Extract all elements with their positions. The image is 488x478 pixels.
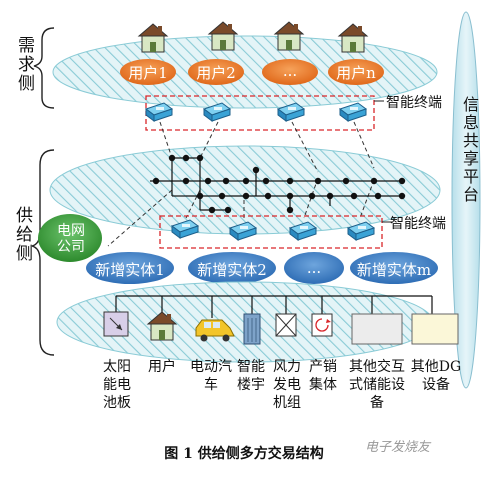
user-ellipse-2 xyxy=(188,59,244,85)
user-ellipse-4 xyxy=(328,59,384,85)
user-ellipse-1 xyxy=(120,59,176,85)
device-label-solar: 太阳能电池板 xyxy=(103,359,131,411)
house-icon xyxy=(274,21,304,51)
info-platform-label: 信息共享平台 xyxy=(460,96,479,204)
entity-ellipse-4 xyxy=(350,252,438,284)
demand-brace xyxy=(33,27,55,109)
grid-company-label: 电网公司 xyxy=(57,223,85,255)
dg-device-icon xyxy=(411,313,459,345)
entity-label-1: 新增实体1 xyxy=(95,261,165,279)
user-label-3: ... xyxy=(282,62,298,80)
entity-ellipse-3 xyxy=(284,252,344,284)
terminal-icon xyxy=(145,102,173,122)
demand-terminal-label: 智能终端 xyxy=(386,95,442,111)
entity-label-2: 新增实体2 xyxy=(197,261,267,279)
user-label-4: 用户n xyxy=(336,64,376,82)
smart-building-icon xyxy=(243,313,261,345)
wind-turbine-icon xyxy=(275,313,297,337)
house-icon xyxy=(208,21,238,51)
grid-company-ellipse xyxy=(38,214,102,262)
user-ellipse-3 xyxy=(262,59,318,85)
supply-brace xyxy=(31,149,55,356)
bus-network xyxy=(150,154,406,214)
entity-label-4: 新增实体m xyxy=(356,261,432,279)
device-label-dg: 其他DG设备 xyxy=(410,359,462,393)
supply-terminal-label: 智能终端 xyxy=(390,216,446,232)
solar-panel-icon xyxy=(103,311,129,337)
entity-ellipse-2 xyxy=(188,252,276,284)
supply-terminal-box xyxy=(159,215,383,249)
watermark-text: 电子发烧友 xyxy=(365,440,431,455)
figure-caption: 图 1 供给侧多方交易结构 xyxy=(164,446,324,462)
entity-label-3: ... xyxy=(306,259,322,277)
device-label-storage: 其他交互式储能设备 xyxy=(349,359,405,411)
info-platform-ellipse xyxy=(451,11,481,389)
device-label-user: 用户 xyxy=(148,359,176,375)
supply-side-label: 供给侧 xyxy=(12,206,32,263)
device-bus xyxy=(115,295,433,318)
device-label-ev: 电动汽车 xyxy=(190,359,232,393)
electric-car-icon xyxy=(195,319,235,342)
user-label-1: 用户1 xyxy=(128,64,168,82)
device-label-building: 智能楼宇 xyxy=(237,359,265,393)
device-label-wind: 风力发电机组 xyxy=(273,359,301,411)
prosumer-icon xyxy=(311,313,333,337)
storage-device-icon xyxy=(351,313,403,345)
terminal-icon xyxy=(339,102,367,122)
entity-ellipse-1 xyxy=(86,252,174,284)
demand-ellipse xyxy=(52,35,438,109)
device-label-prosumer: 产销集体 xyxy=(309,359,337,393)
house-icon xyxy=(138,23,168,53)
house-icon xyxy=(338,23,368,53)
user-label-2: 用户2 xyxy=(196,64,236,82)
demand-side-label: 需求侧 xyxy=(14,36,34,93)
